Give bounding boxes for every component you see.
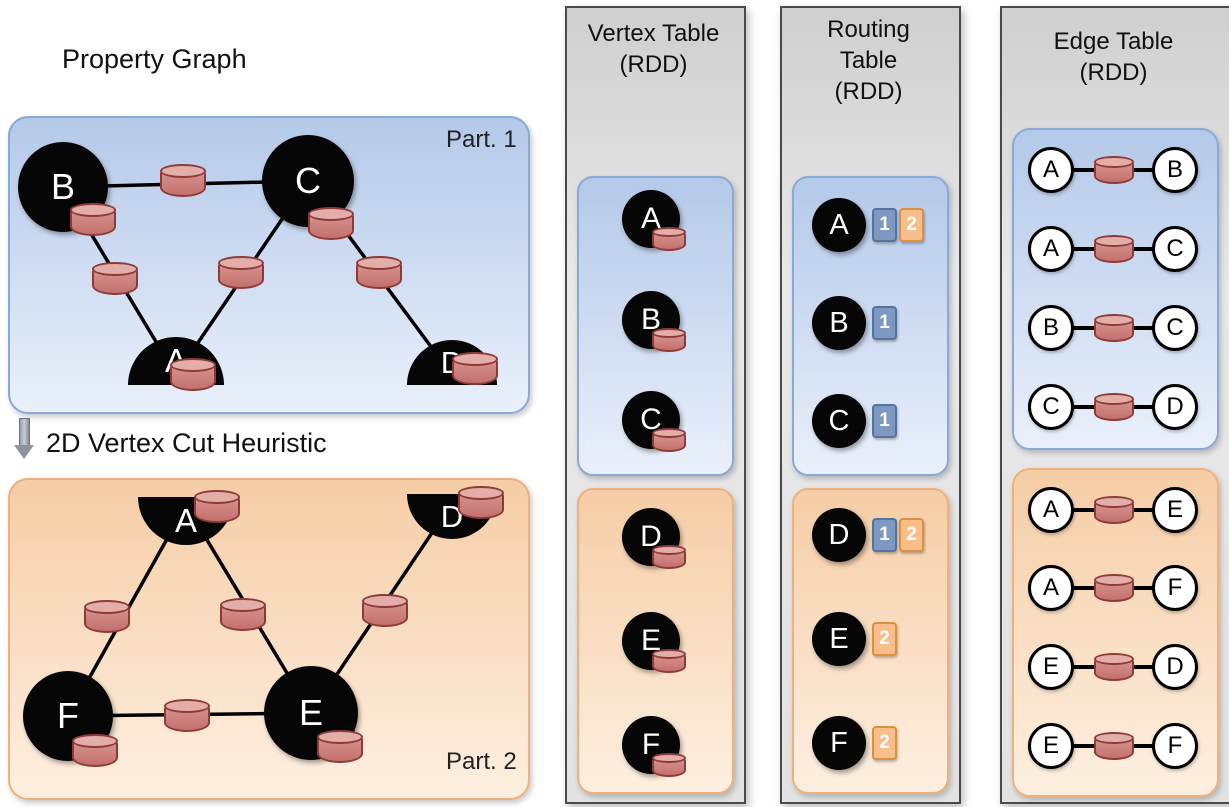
edge-endpoint: E — [1028, 723, 1074, 769]
edge-table-title: Edge Table (RDD) — [1000, 26, 1227, 88]
vertex-property-cylinder-icon — [194, 490, 240, 523]
vertex-property-cylinder-icon — [652, 428, 686, 452]
vertex-property-cylinder-icon — [317, 730, 363, 763]
routing-badge: 1 — [872, 208, 897, 242]
edge-property-cylinder-icon — [164, 699, 210, 732]
vertex-property-cylinder-icon — [170, 358, 216, 391]
routing-table-title: Routing Table (RDD) — [780, 14, 957, 107]
vertex-entry: B — [622, 291, 680, 349]
vertex-property-cylinder-icon — [72, 734, 118, 767]
routing-vertex: A — [812, 198, 866, 252]
edge-endpoint: A — [1028, 565, 1074, 611]
vertex-property-cylinder-icon — [652, 227, 686, 251]
edge-endpoint: A — [1028, 147, 1074, 193]
edge-property-cylinder-icon — [356, 256, 402, 289]
edge-endpoint: A — [1028, 226, 1074, 272]
pencil-arrow-icon — [12, 418, 36, 462]
edge-property-cylinder-icon — [1094, 574, 1134, 602]
edge-property-cylinder-icon — [1094, 653, 1134, 681]
routing-badge: 2 — [872, 622, 897, 656]
edge-table-title-line2: (RDD) — [1079, 59, 1148, 86]
partition-2-label: Part. 2 — [446, 748, 517, 775]
edge-property-cylinder-icon — [218, 256, 264, 289]
routing-badge: 2 — [899, 518, 924, 552]
routing-vertex: D — [812, 508, 866, 562]
vertex-entry: E — [622, 612, 680, 670]
edge-property-cylinder-icon — [84, 600, 130, 633]
vertex-cut-heuristic-label: 2D Vertex Cut Heuristic — [46, 428, 327, 458]
vertex-property-cylinder-icon — [652, 649, 686, 673]
edge-endpoint: E — [1152, 487, 1198, 533]
edge-table-title-line1: Edge Table — [1053, 28, 1174, 55]
vertex-property-cylinder-icon — [652, 328, 686, 352]
edge-property-cylinder-icon — [220, 598, 266, 631]
vertex-property-cylinder-icon — [652, 753, 686, 777]
edge-endpoint: B — [1028, 305, 1074, 351]
vertex-entry: F — [622, 716, 680, 774]
routing-vertex: C — [812, 394, 866, 448]
edge-endpoint: C — [1152, 226, 1198, 272]
edge-endpoint: A — [1028, 487, 1074, 533]
partition-1-label: Part. 1 — [446, 126, 517, 153]
vertex-property-cylinder-icon — [70, 203, 116, 236]
vertex-table-title: Vertex Table (RDD) — [565, 18, 742, 80]
vertex-entry: D — [622, 508, 680, 566]
edge-property-cylinder-icon — [160, 164, 206, 197]
vertex-property-cylinder-icon — [308, 207, 354, 240]
routing-badge: 2 — [872, 726, 897, 760]
routing-vertex: E — [812, 612, 866, 666]
edge-endpoint: F — [1152, 723, 1198, 769]
edge-property-cylinder-icon — [1094, 314, 1134, 342]
vertex-table-title-line1: Vertex Table — [587, 20, 720, 47]
vertex-property-cylinder-icon — [458, 486, 504, 519]
vertex-table-title-line2: (RDD) — [619, 51, 688, 78]
edge-endpoint: E — [1028, 644, 1074, 690]
vertex-property-cylinder-icon — [652, 545, 686, 569]
routing-table-title-line1: Routing — [827, 16, 910, 43]
routing-table-title-line2: Table — [839, 47, 898, 74]
edge-endpoint: C — [1028, 384, 1074, 430]
property-graph-title: Property Graph — [62, 44, 247, 74]
routing-vertex: F — [812, 716, 866, 770]
edge-endpoint: C — [1152, 305, 1198, 351]
edge-endpoint: B — [1152, 147, 1198, 193]
edge-property-cylinder-icon — [1094, 235, 1134, 263]
edge-endpoint: D — [1152, 644, 1198, 690]
routing-badge: 2 — [899, 208, 924, 242]
routing-vertex: B — [812, 296, 866, 350]
edge-property-cylinder-icon — [1094, 732, 1134, 760]
routing-badge: 1 — [872, 518, 897, 552]
edge-endpoint: F — [1152, 565, 1198, 611]
routing-badge: 1 — [872, 404, 897, 438]
edge-property-cylinder-icon — [1094, 156, 1134, 184]
edge-property-cylinder-icon — [1094, 393, 1134, 421]
edge-property-cylinder-icon — [1094, 496, 1134, 524]
vertex-property-cylinder-icon — [452, 352, 498, 385]
routing-table-title-line3: (RDD) — [834, 78, 903, 105]
edge-endpoint: D — [1152, 384, 1198, 430]
routing-badge: 1 — [872, 306, 897, 340]
edge-property-cylinder-icon — [362, 594, 408, 627]
edge-property-cylinder-icon — [92, 262, 138, 295]
